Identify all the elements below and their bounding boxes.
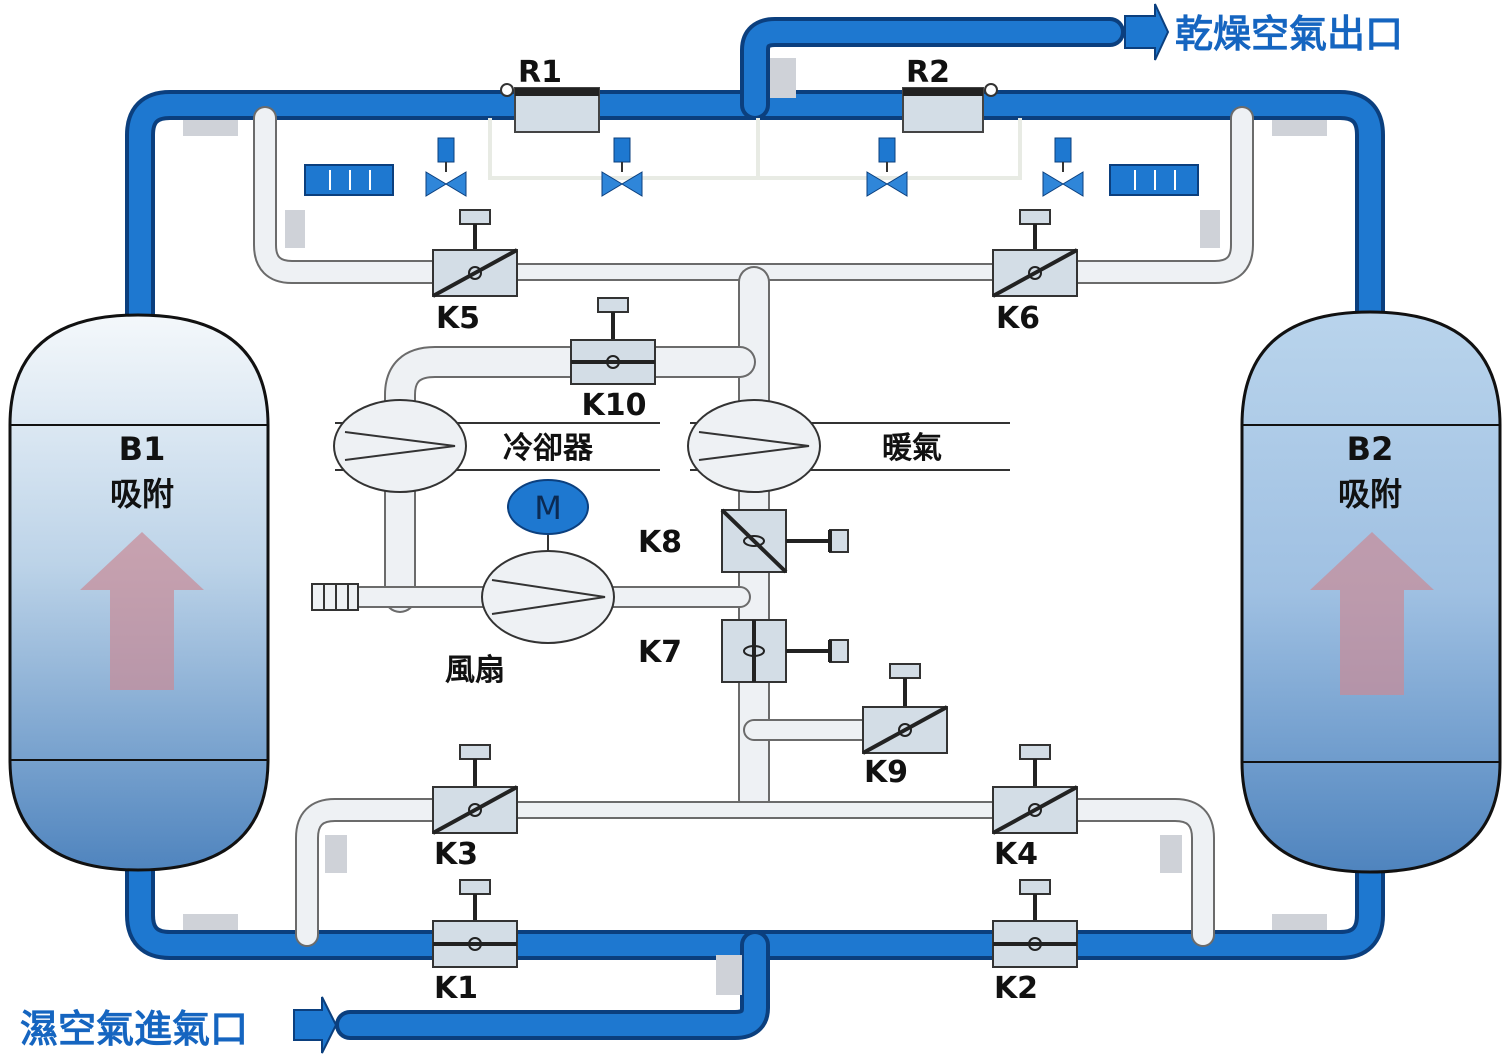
pilot-valve-3-icon [866, 137, 908, 197]
valve-k5-label: K5 [436, 301, 480, 336]
valve-k9-label: K9 [864, 755, 908, 790]
tank-b2: B2 吸附 [1240, 310, 1502, 874]
pipe-joint-shading [183, 58, 1327, 995]
valve-k4[interactable]: K4 [992, 744, 1078, 872]
cooler-icon [333, 399, 660, 493]
flow-up-arrow-icon [1310, 532, 1434, 695]
silencer-left-icon [304, 164, 394, 196]
valve-k3[interactable]: K3 [432, 744, 518, 872]
fan-label: 風扇 [445, 653, 505, 688]
valve-k7-label: K7 [638, 635, 682, 670]
pilot-header-line [488, 118, 1022, 180]
fan-icon [481, 550, 615, 644]
outlet-arrow-icon [1124, 3, 1170, 61]
regulator-r1: R1 [500, 55, 600, 133]
tank-b2-id: B2 [1347, 430, 1394, 468]
motor: M [507, 479, 589, 535]
pilot-valve-4-icon [1042, 137, 1084, 197]
valve-k9[interactable]: K9 [862, 663, 948, 790]
valve-k2[interactable]: K2 [992, 879, 1078, 1006]
motor-label: M [534, 489, 562, 527]
regulator-r1-label: R1 [518, 55, 562, 90]
heater-label: 暖氣 [882, 431, 942, 466]
valve-k2-label: K2 [994, 971, 1038, 1006]
tank-b1: B1 吸附 [8, 313, 270, 872]
tank-b2-state: 吸附 [1338, 475, 1402, 513]
valve-k5[interactable]: K5 [432, 209, 518, 336]
cooler-label: 冷卻器 [503, 431, 594, 466]
regulator-r2-label: R2 [906, 55, 950, 90]
valve-k6-label: K6 [996, 301, 1040, 336]
regen-pipe-shading [285, 210, 1220, 873]
valve-k3-label: K3 [434, 837, 478, 872]
tank-b1-state: 吸附 [110, 475, 174, 513]
flow-up-arrow-icon [80, 532, 204, 690]
valve-k10[interactable]: K10 [570, 297, 656, 423]
valve-k8-label: K8 [638, 525, 682, 560]
regulator-r2: R2 [902, 55, 998, 133]
outlet-label: 乾燥空氣出口 [1175, 12, 1403, 56]
main-air-loop [125, 17, 1385, 1040]
inlet-arrow-icon [293, 996, 338, 1054]
valve-k7[interactable]: K7 [638, 619, 849, 683]
fan-inlet-filter-icon [311, 583, 359, 611]
valve-k4-label: K4 [994, 837, 1038, 872]
valve-k6[interactable]: K6 [992, 209, 1078, 336]
regeneration-pipes [253, 106, 1254, 947]
valve-k8[interactable]: K8 [638, 508, 849, 574]
tank-b1-id: B1 [119, 430, 166, 468]
pilot-valve-2-icon [601, 137, 643, 197]
inlet-label: 濕空氣進氣口 [20, 1007, 248, 1051]
valve-k1-label: K1 [434, 971, 478, 1006]
valve-k1[interactable]: K1 [432, 879, 518, 1006]
silencer-right-icon [1109, 164, 1199, 196]
valve-k10-label: K10 [582, 388, 647, 423]
heater-icon [687, 399, 1010, 493]
pilot-valve-1-icon [425, 137, 467, 197]
